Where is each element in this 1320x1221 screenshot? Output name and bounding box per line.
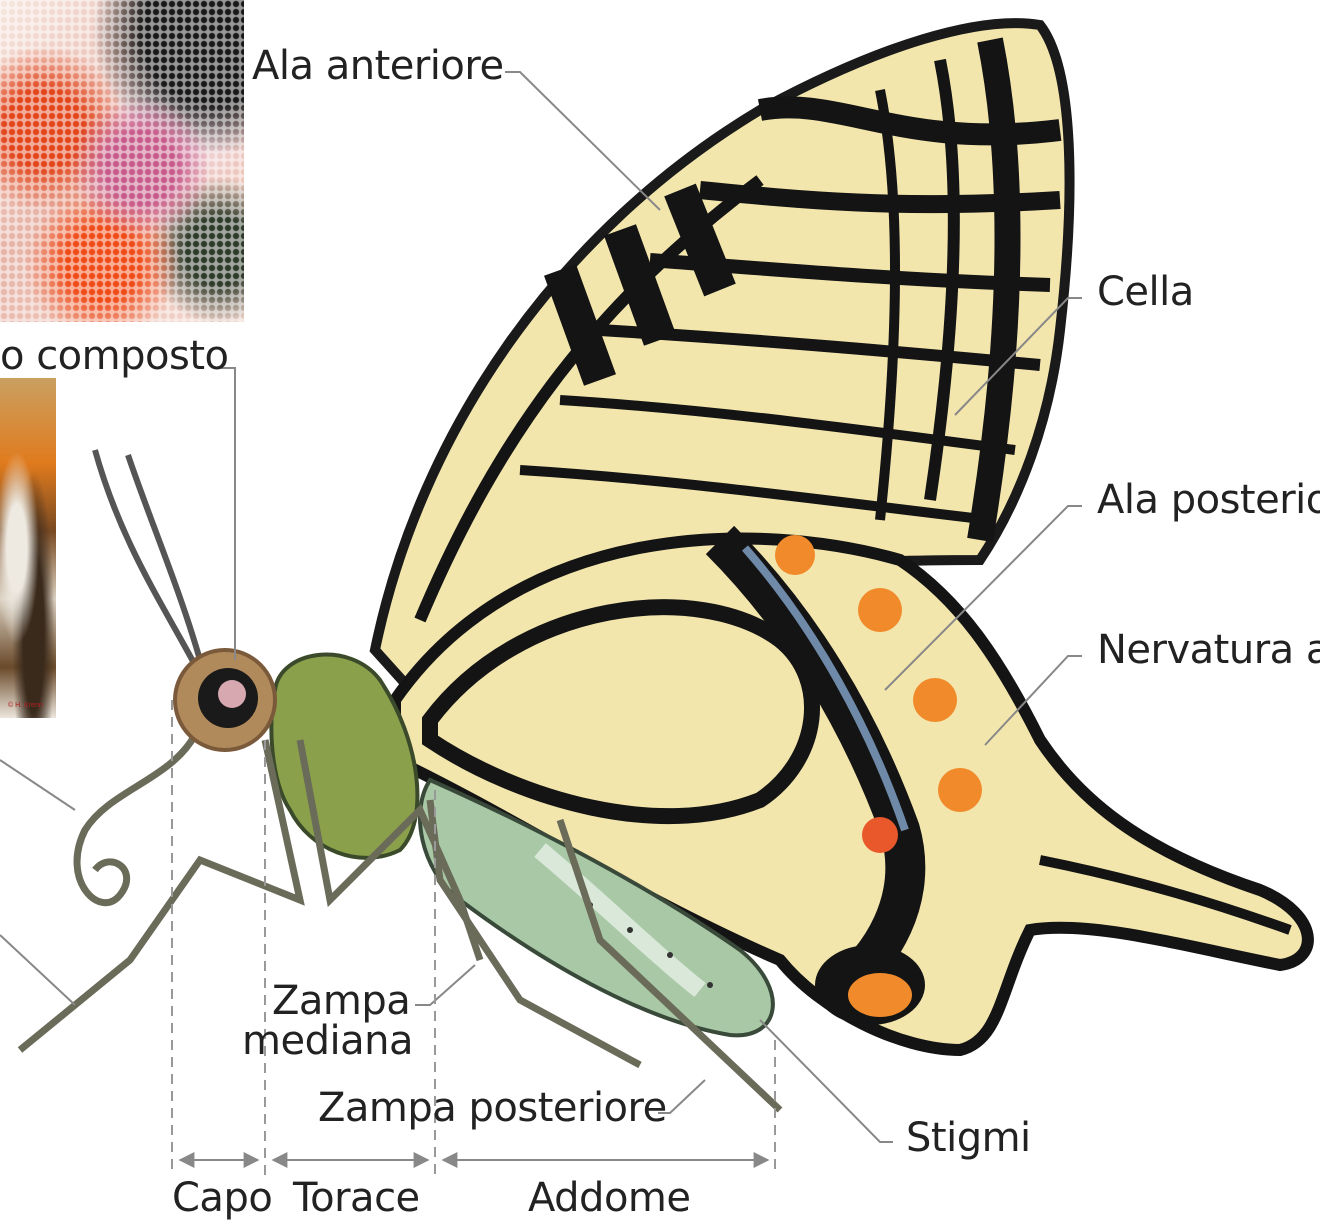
orange-spot bbox=[775, 535, 815, 575]
orange-spot bbox=[858, 588, 902, 632]
label-ala-anteriore: Ala anteriore bbox=[252, 46, 504, 86]
orange-spot bbox=[938, 768, 982, 812]
label-ala-posteriore: Ala posterio bbox=[1097, 480, 1320, 520]
label-nervatura-alare: Nervatura al bbox=[1097, 630, 1320, 670]
hindwing bbox=[395, 535, 1308, 1050]
eyespot-orange bbox=[848, 973, 912, 1017]
label-zampa-mediana-line2: mediana bbox=[242, 1021, 413, 1061]
label-zampa-mediana-line1: Zampa bbox=[272, 981, 410, 1021]
label-cella: Cella bbox=[1097, 272, 1194, 312]
label-occhio-composto: o composto bbox=[0, 336, 228, 376]
label-zampa-posteriore: Zampa posteriore bbox=[318, 1088, 667, 1128]
thorax bbox=[271, 655, 417, 858]
orange-spot bbox=[862, 817, 898, 853]
label-capo: Capo bbox=[172, 1178, 272, 1218]
antenna-1 bbox=[95, 450, 195, 665]
label-torace: Torace bbox=[293, 1178, 420, 1218]
proboscis bbox=[77, 735, 195, 903]
label-addome: Addome bbox=[528, 1178, 691, 1218]
orange-spot bbox=[913, 678, 957, 722]
label-stigmi: Stigmi bbox=[906, 1118, 1031, 1158]
